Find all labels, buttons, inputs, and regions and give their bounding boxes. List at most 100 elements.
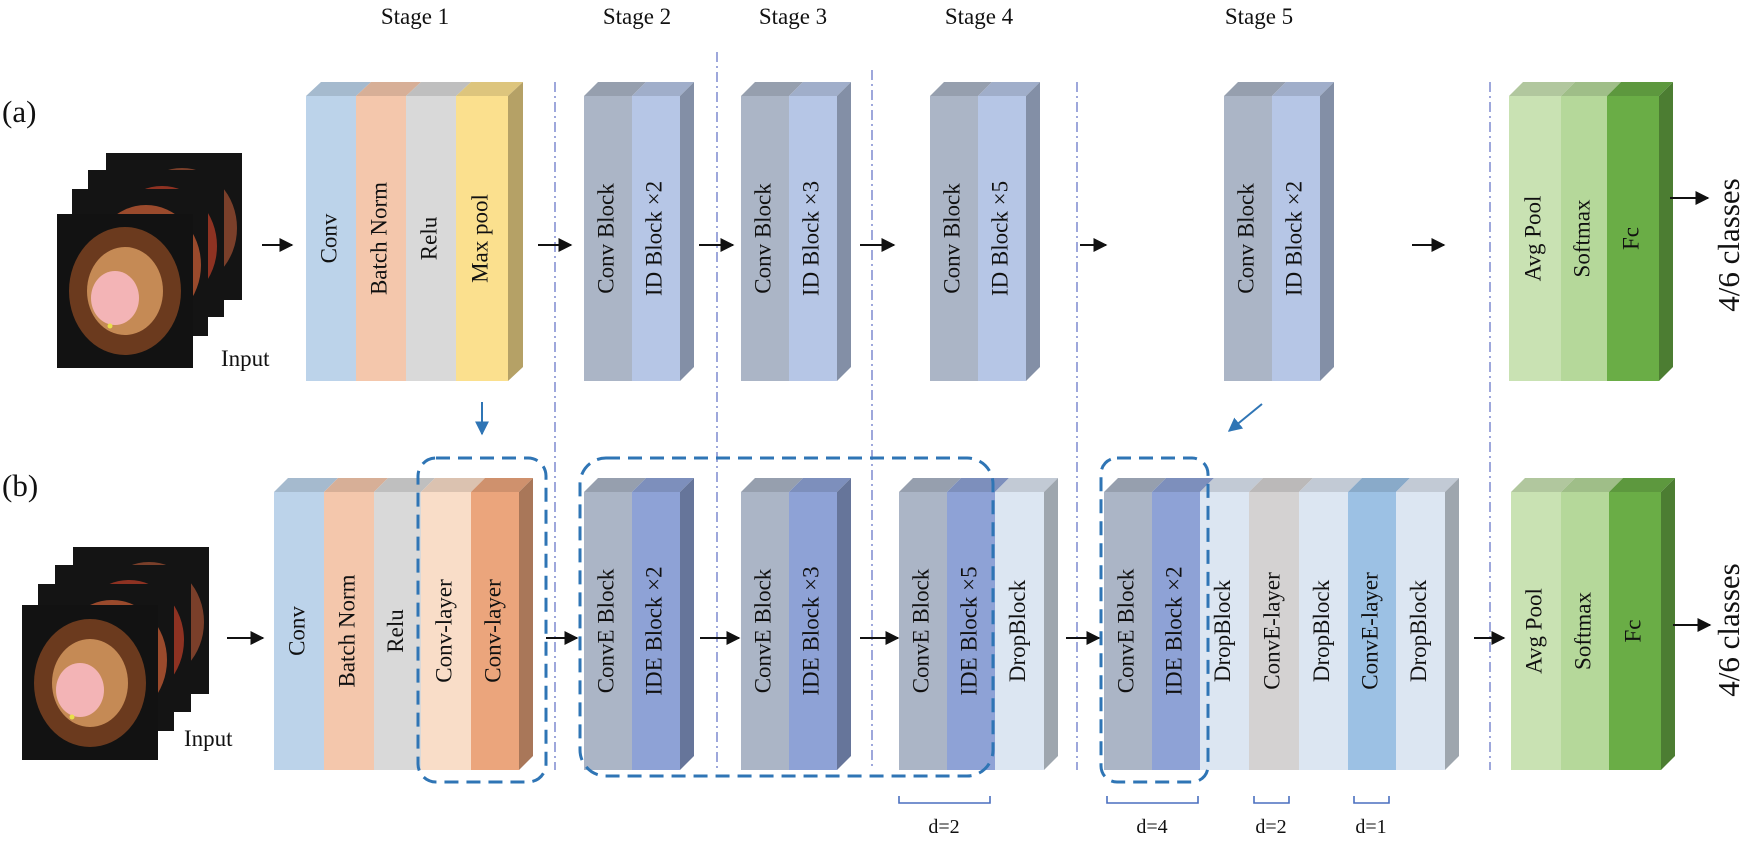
stage-5-ide-group: [1099, 456, 1210, 784]
s5-dropblock-3-label: DropBlock: [1406, 579, 1431, 682]
input-images-a: Input: [57, 153, 270, 371]
brace-d4-stage5: [1106, 796, 1199, 804]
conv-layer-1-label: Conv-layer: [431, 579, 456, 683]
conv-layer-2-face: [471, 492, 519, 770]
s4-conv-block-face: [930, 96, 978, 381]
fc-face: [1609, 492, 1661, 770]
s5-dropblock-3-face: [1396, 492, 1445, 770]
s4-conv-block-label: Conv Block: [939, 183, 964, 294]
row-a-tag: (a): [2, 94, 36, 129]
s3-conve-block-label: ConvE Block: [750, 568, 775, 693]
s5-conve-layer-1-face: [1249, 492, 1299, 770]
row-a-head-side: [1659, 82, 1673, 381]
batch-norm-label: Batch Norm: [366, 182, 391, 295]
mapping-arrows: [475, 402, 1263, 436]
s4-conve-block-label: ConvE Block: [908, 568, 933, 693]
softmax-face: [1561, 492, 1609, 770]
row-b-stage-3: ConvE Block IDE Block ×3: [741, 478, 851, 770]
input-frame-0: [57, 214, 193, 368]
relu-face: [406, 96, 456, 381]
s5-conve-layer-2-label: ConvE-layer: [1357, 572, 1382, 690]
row-a-stage-2-side: [680, 82, 694, 381]
s5-conve-layer-2-face: [1348, 492, 1396, 770]
relu-face: [374, 492, 421, 770]
conv-label: Conv: [316, 213, 341, 263]
s2-conve-block-label: ConvE Block: [593, 568, 618, 693]
fc-face: [1607, 96, 1659, 381]
s5-id-block-face: [1272, 96, 1320, 381]
relu-label: Relu: [416, 216, 441, 260]
s3-id-block-face: [789, 96, 837, 381]
s3-conv-block-face: [741, 96, 789, 381]
s4-conve-block-top: [899, 478, 961, 492]
s5-conv-block-label: Conv Block: [1233, 183, 1258, 294]
s3-id-block-top: [789, 82, 851, 96]
row-a-stage-4-side: [1026, 82, 1040, 381]
dilation-label-1: d=2: [928, 816, 959, 838]
s3-conv-block-label: Conv Block: [750, 183, 775, 294]
brace-d1-stage5: [1353, 796, 1390, 804]
conv-face: [306, 96, 356, 381]
s4-dropblock-face: [995, 492, 1044, 770]
s5-id-block-label: ID Block ×2: [1281, 181, 1306, 296]
row-b-stage-2-side: [680, 478, 694, 770]
output-label-a: 4/6 classes: [1711, 178, 1746, 311]
conv-label: Conv: [284, 606, 309, 656]
s4-ide-block-label: IDE Block ×5: [956, 566, 981, 695]
s3-ide-block-label: IDE Block ×3: [798, 566, 823, 695]
s5-ide-block-face: [1152, 492, 1200, 770]
s2-conv-block-face: [584, 96, 632, 381]
s4-id-block-face: [978, 96, 1026, 381]
s2-conve-block-face: [584, 492, 632, 770]
batch-norm-face: [324, 492, 374, 770]
s2-ide-block-top: [632, 478, 694, 492]
conv-layer-2-label: Conv-layer: [480, 579, 505, 683]
conv-layer-2-top: [471, 478, 533, 492]
stage-separators: [554, 52, 1491, 770]
s2-id-block-top: [632, 82, 694, 96]
conv-layer-group: [416, 456, 548, 784]
s5-conve-layer-1-top: [1249, 478, 1313, 492]
dilation-label-3: d=2: [1255, 816, 1286, 838]
s5-dropblock-1-label: DropBlock: [1210, 579, 1235, 682]
s2-conv-block-top: [584, 82, 646, 96]
row-b-stage-5-side: [1445, 478, 1459, 770]
conv-layer-1-top: [421, 478, 485, 492]
s5-conve-block-top: [1104, 478, 1166, 492]
s4-dropblock-label: DropBlock: [1005, 579, 1030, 682]
flow-arrows: [227, 191, 1712, 645]
row-a-stage-3: Conv Block ID Block ×3: [741, 82, 851, 381]
fc-top: [1609, 478, 1675, 492]
brace-d2-stage5: [1253, 796, 1290, 804]
conv-face: [274, 492, 324, 770]
s5-conve-block-label: ConvE Block: [1113, 568, 1138, 693]
avg-pool-label: Avg Pool: [1521, 588, 1546, 674]
s3-ide-block-top: [789, 478, 851, 492]
s3-id-block-label: ID Block ×3: [798, 181, 823, 296]
input-images-b: Input: [22, 547, 233, 760]
relu-top: [406, 82, 471, 96]
conv-layer-1-face: [421, 492, 471, 770]
stage-1-label: Stage 1: [381, 4, 449, 29]
avg-pool-face: [1509, 96, 1561, 381]
s5-conve-layer-2-top: [1348, 478, 1410, 492]
s3-conve-block-top: [741, 478, 803, 492]
row-a-stage-1-side: [508, 82, 523, 381]
batch-norm-label: Batch Norm: [334, 574, 359, 687]
row-a-stage-5: Conv Block ID Block ×2: [1224, 82, 1334, 381]
dilation-label-4: d=1: [1355, 816, 1386, 838]
s2-conv-block-label: Conv Block: [593, 183, 618, 294]
s5-id-block-top: [1272, 82, 1334, 96]
fc-label: Fc: [1618, 227, 1643, 250]
row-b-stage-4-side: [1044, 478, 1058, 770]
row-b-stage-1-side: [519, 478, 533, 770]
row-b-stage-3-side: [837, 478, 851, 770]
